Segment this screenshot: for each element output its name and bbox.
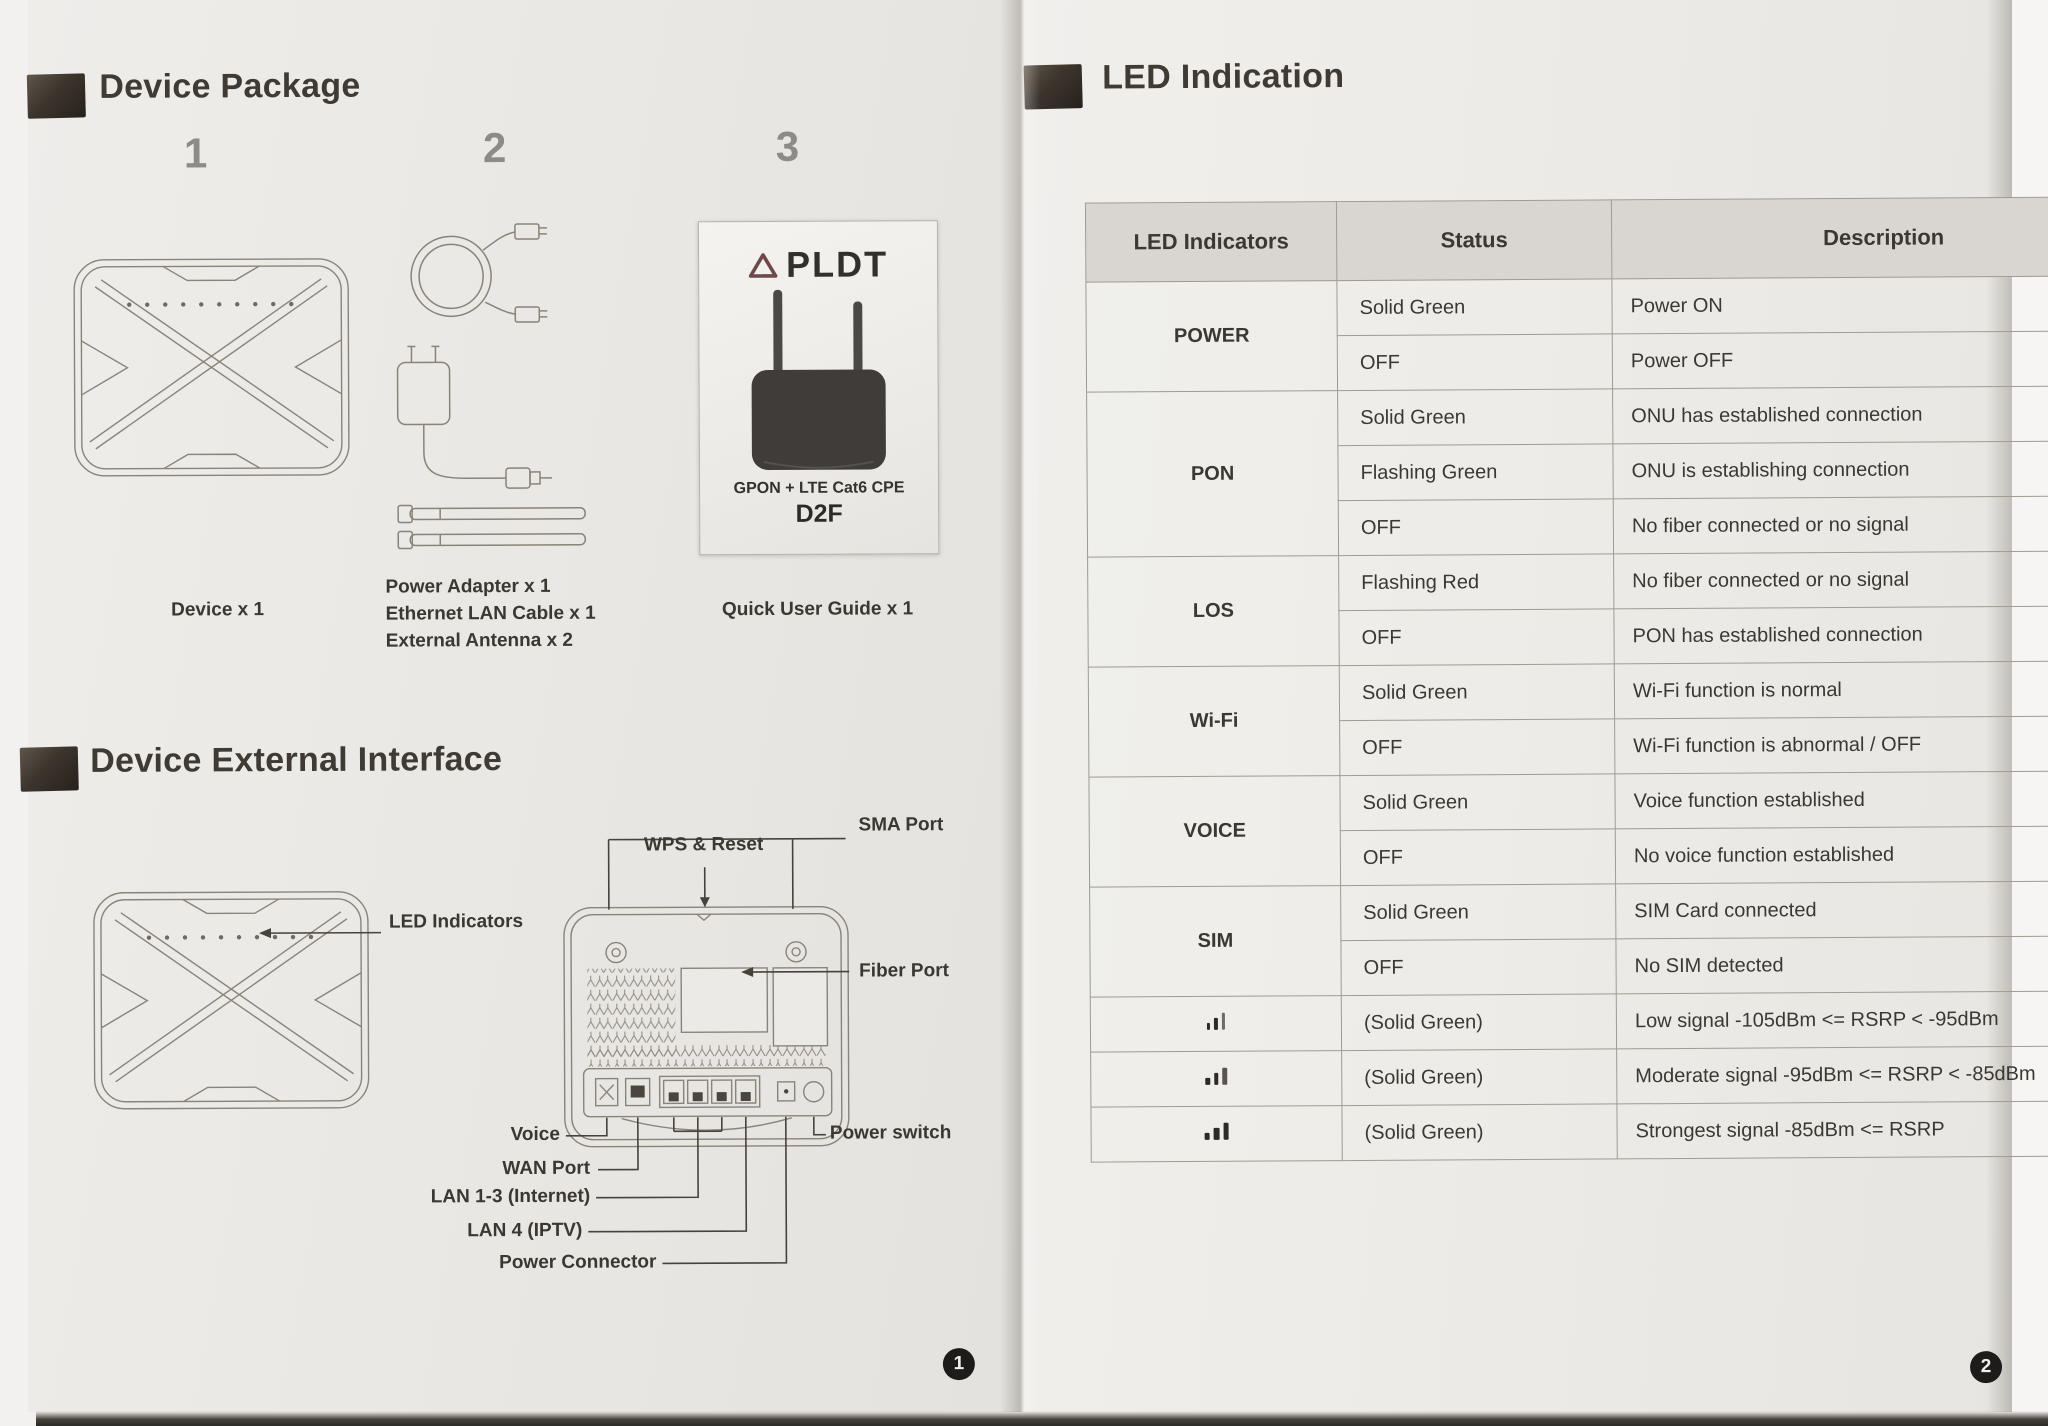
signal-bars-moderate-icon xyxy=(1205,1067,1228,1085)
status-cell: Flashing Red xyxy=(1338,553,1614,611)
section-title-device-package: Device Package xyxy=(99,66,361,106)
status-cell: Solid Green xyxy=(1337,388,1613,446)
quick-guide-cover: PLDT GPON + LTE Cat6 CPE D2F xyxy=(697,220,940,556)
led-indicator-cell: PON xyxy=(1086,390,1339,558)
table-row: POWER Solid Green Power ON xyxy=(1085,275,2048,393)
label-fiber-port: Fiber Port xyxy=(859,960,949,982)
description-cell: Power OFF xyxy=(1612,330,2048,389)
label-wan-port: WAN Port xyxy=(502,1157,591,1180)
item-caption-device: Device x 1 xyxy=(171,599,265,621)
description-cell: No SIM detected xyxy=(1615,935,2048,994)
table-row: (Solid Green) Strongest signal -85dBm <=… xyxy=(1090,1100,2048,1163)
model-label: D2F xyxy=(795,499,843,528)
table-row: LOS Flashing Red No fiber connected or n… xyxy=(1087,550,2048,668)
led-indicator-cell: POWER xyxy=(1085,280,1338,393)
led-indicator-cell: VOICE xyxy=(1088,775,1341,888)
router-image xyxy=(751,289,886,470)
caption-external-antenna: External Antenna x 2 xyxy=(385,629,574,652)
label-power-switch: Power switch xyxy=(829,1122,952,1144)
status-cell: OFF xyxy=(1339,718,1615,776)
status-cell: Flashing Green xyxy=(1337,443,1614,501)
pldt-logo-icon xyxy=(748,252,778,278)
signal-bars-low-icon xyxy=(1206,1012,1226,1030)
caption-power-adapter: Power Adapter x 1 xyxy=(385,575,551,598)
right-page: LED Indication LED Indicators Status Des… xyxy=(1022,0,2048,1412)
status-cell: (Solid Green) xyxy=(1341,1048,1617,1106)
brand-name: PLDT xyxy=(785,243,889,285)
table-row: (Solid Green) Moderate signal -95dBm <= … xyxy=(1090,1045,2048,1108)
section-marker-block xyxy=(19,746,79,792)
status-cell: OFF xyxy=(1340,938,1617,996)
description-cell: PON has established connection xyxy=(1613,605,2048,664)
package-item-number-3: 3 xyxy=(775,122,800,170)
led-indicator-cell xyxy=(1090,995,1342,1053)
label-power-connector: Power Connector xyxy=(499,1251,657,1274)
leader-lines xyxy=(258,837,850,1265)
led-indicator-cell: SIM xyxy=(1089,885,1342,998)
description-cell: No fiber connected or no signal xyxy=(1613,550,2048,609)
led-indicator-cell xyxy=(1090,1050,1342,1108)
label-lan-1-3: LAN 1-3 (Internet) xyxy=(430,1185,591,1208)
status-cell: Solid Green xyxy=(1339,773,1616,831)
status-cell: Solid Green xyxy=(1340,883,1616,941)
led-indicator-cell: Wi-Fi xyxy=(1088,665,1340,778)
status-cell: (Solid Green) xyxy=(1341,993,1617,1051)
page-number-badge: 2 xyxy=(1969,1351,2003,1384)
label-wps-reset: WPS & Reset xyxy=(643,833,764,856)
caption-ethernet-cable: Ethernet LAN Cable x 1 xyxy=(385,602,596,625)
description-cell: Voice function established xyxy=(1614,770,2048,829)
led-indicator-cell: LOS xyxy=(1087,555,1340,668)
table-row: SIM Solid Green SIM Card connected xyxy=(1089,880,2048,998)
description-cell: Power ON xyxy=(1611,275,2048,334)
status-cell: Solid Green xyxy=(1339,663,1615,721)
description-cell: Low signal -105dBm <= RSRP < -95dBm xyxy=(1616,990,2048,1049)
accessories-figure xyxy=(381,212,618,563)
page-number-badge: 1 xyxy=(942,1348,975,1381)
status-cell: OFF xyxy=(1340,828,1616,886)
label-sma-port: SMA Port xyxy=(858,814,944,836)
led-indicator-cell xyxy=(1090,1105,1343,1163)
description-cell: SIM Card connected xyxy=(1615,880,2048,939)
label-led-indicators: LED Indicators xyxy=(388,911,524,933)
item-caption-quick-guide: Quick User Guide x 1 xyxy=(721,598,914,621)
description-cell: No voice function established xyxy=(1615,825,2048,884)
label-lan-4: LAN 4 (IPTV) xyxy=(467,1219,583,1242)
left-page: Device Package 1 2 3 Device x 1 xyxy=(19,0,1022,1412)
product-line-label: GPON + LTE Cat6 CPE xyxy=(733,479,905,498)
signal-bars-strong-icon xyxy=(1204,1122,1229,1140)
status-cell: Solid Green xyxy=(1336,278,1613,336)
description-cell: No fiber connected or no signal xyxy=(1613,495,2048,554)
section-marker-block xyxy=(26,73,86,119)
section-title-led-indication: LED Indication xyxy=(1102,57,1345,97)
status-cell: OFF xyxy=(1338,498,1614,556)
header-status: Status xyxy=(1336,199,1612,281)
table-header-row: LED Indicators Status Description xyxy=(1085,196,2048,283)
section-marker-block xyxy=(1023,64,1083,110)
item-caption-accessories: Power Adapter x 1 Ethernet LAN Cable x 1… xyxy=(385,573,595,655)
table-row: VOICE Solid Green Voice function establi… xyxy=(1088,770,2048,888)
description-cell: Wi-Fi function is abnormal / OFF xyxy=(1614,715,2048,774)
status-cell: (Solid Green) xyxy=(1341,1103,1618,1161)
status-cell: OFF xyxy=(1338,608,1615,666)
description-cell: Strongest signal -85dBm <= RSRP xyxy=(1616,1100,2048,1159)
table-row: (Solid Green) Low signal -105dBm <= RSRP… xyxy=(1090,990,2048,1053)
device-top-view-figure xyxy=(71,256,352,479)
section-title-external-interface: Device External Interface xyxy=(90,740,503,780)
status-cell: OFF xyxy=(1337,333,1613,391)
led-indication-table: LED Indicators Status Description POWER … xyxy=(1084,196,2048,1163)
package-item-number-2: 2 xyxy=(482,124,507,172)
description-cell: ONU is establishing connection xyxy=(1612,440,2048,499)
header-description: Description xyxy=(1611,196,2048,279)
table-row: Wi-Fi Solid Green Wi-Fi function is norm… xyxy=(1088,660,2048,778)
label-voice: Voice xyxy=(510,1123,560,1146)
package-item-number-1: 1 xyxy=(183,129,208,177)
description-cell: Moderate signal -95dBm <= RSRP < -85dBm xyxy=(1616,1045,2048,1104)
table-row: PON Solid Green ONU has established conn… xyxy=(1086,385,2048,558)
header-led-indicators: LED Indicators xyxy=(1085,201,1337,283)
description-cell: ONU has established connection xyxy=(1612,385,2048,444)
description-cell: Wi-Fi function is normal xyxy=(1614,660,2048,719)
